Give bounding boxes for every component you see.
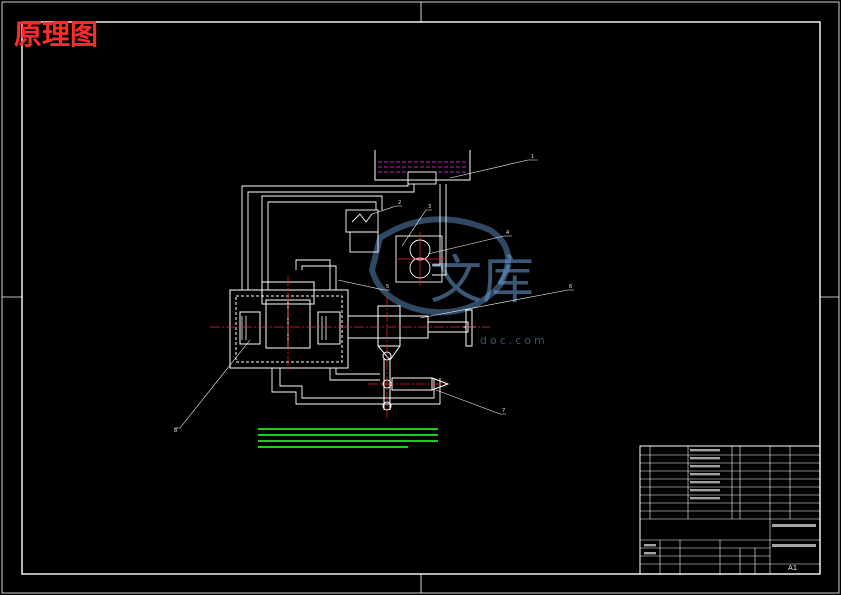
lever-linkage (382, 351, 450, 411)
callouts (174, 159, 574, 429)
callout-4: 4 (506, 230, 509, 236)
callout-8: 8 (174, 428, 177, 434)
hydraulic-piping (241, 180, 447, 405)
callout-6: 6 (569, 284, 572, 290)
title-block (639, 445, 821, 575)
callout-7: 7 (502, 408, 505, 414)
drawing-title: 原理图 (14, 18, 98, 51)
callout-numbers: 1 2 3 4 5 6 7 8 (174, 154, 572, 434)
relief-valve (345, 209, 379, 253)
watermark-main: 文库 (430, 251, 534, 311)
callout-1: 1 (531, 154, 534, 160)
callout-2: 2 (398, 200, 401, 206)
watermark: 文库 doc.com (368, 216, 548, 347)
centerlines (210, 276, 490, 420)
sheet-size: A1 (788, 564, 797, 572)
gear-pump (395, 232, 444, 286)
watermark-sub: doc.com (480, 334, 548, 347)
callout-3: 3 (428, 204, 431, 210)
handwheel (462, 309, 476, 347)
callout-5: 5 (386, 284, 389, 290)
title-block-text (644, 449, 816, 555)
oil-tank (374, 150, 471, 185)
watermark-logo-icon (368, 216, 511, 316)
caption-text (258, 428, 438, 448)
